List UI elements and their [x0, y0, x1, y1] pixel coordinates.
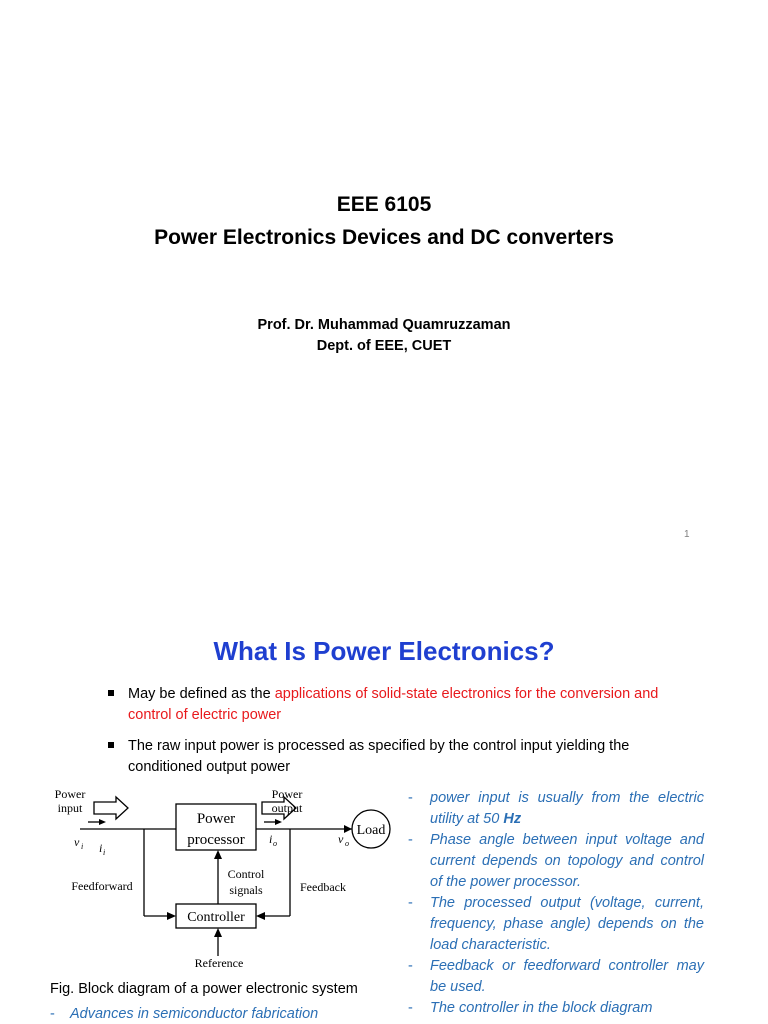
power-output-arrow-icon	[261, 795, 297, 821]
reference-label: Reference	[195, 956, 244, 970]
note-processed-output: The processed output (voltage, current, …	[408, 893, 704, 956]
bullet-item-definition: May be defined as the applications of so…	[108, 684, 668, 726]
ii-label: i	[99, 841, 102, 855]
power-output-label-2: output	[272, 801, 303, 815]
bullet1-prefix: May be defined as the	[128, 686, 275, 702]
left-note-text: Advances in semiconductor fabrication	[70, 1006, 319, 1022]
power-input-label-1: Power	[55, 787, 86, 801]
dash-marker: -	[50, 1006, 55, 1022]
page-number: 1	[684, 529, 690, 540]
feedback-label: Feedback	[300, 880, 346, 894]
slide1-title-block: EEE 6105 Power Electronics Devices and D…	[0, 188, 768, 254]
bullet-item-processing: The raw input power is processed as spec…	[108, 736, 668, 778]
title-slide: EEE 6105 Power Electronics Devices and D…	[0, 188, 768, 540]
control-signals-label-1: Control	[228, 867, 265, 881]
feedforward-label: Feedforward	[71, 879, 132, 893]
processor-label-2: processor	[187, 832, 244, 848]
io-subscript: o	[273, 839, 277, 848]
course-title: Power Electronics Devices and DC convert…	[154, 226, 614, 249]
power-input-label-2: input	[58, 801, 83, 815]
note1-text: power input is usually from the electric…	[430, 790, 704, 827]
power-output-label-1: Power	[272, 787, 303, 801]
vo-label: v	[338, 832, 344, 846]
vo-subscript: o	[345, 839, 349, 848]
bullet-list: May be defined as the applications of so…	[108, 684, 668, 788]
course-code: EEE 6105	[336, 193, 432, 216]
vi-label: v	[74, 835, 80, 849]
author-name: Prof. Dr. Muhammad Quamruzzaman	[257, 317, 511, 333]
bullet1-highlight: applications of solid-state electronics …	[128, 686, 659, 723]
load-label: Load	[357, 823, 386, 838]
io-label: i	[269, 832, 272, 846]
power-input-arrow-icon	[93, 795, 129, 821]
slide1-author-block: Prof. Dr. Muhammad Quamruzzaman Dept. of…	[0, 315, 768, 357]
left-note: -Advances in semiconductor fabrication	[50, 1006, 386, 1022]
vi-subscript: i	[81, 842, 83, 851]
note-phase-angle: Phase angle between input voltage and cu…	[408, 830, 704, 893]
note-power-input: power input is usually from the electric…	[408, 788, 704, 830]
power-processor-box	[175, 803, 257, 851]
author-department: Dept. of EEE, CUET	[316, 338, 452, 354]
note-controller-type: Feedback or feedforward controller may b…	[408, 956, 704, 998]
notes-list: power input is usually from the electric…	[408, 788, 704, 1019]
slide2-title: What Is Power Electronics?	[213, 636, 555, 666]
note-controller-block: The controller in the block diagram	[408, 998, 704, 1019]
control-signals-label-2: signals	[229, 883, 263, 897]
processor-label-1: Power	[197, 811, 235, 827]
note1-unit: Hz	[503, 811, 522, 827]
ii-subscript: i	[103, 848, 105, 857]
controller-label: Controller	[187, 910, 245, 925]
content-slide: What Is Power Electronics? May be define…	[0, 590, 768, 1024]
block-diagram: Power input Power processor Power output…	[55, 787, 391, 970]
figure-caption: Fig. Block diagram of a power electronic…	[50, 981, 358, 997]
